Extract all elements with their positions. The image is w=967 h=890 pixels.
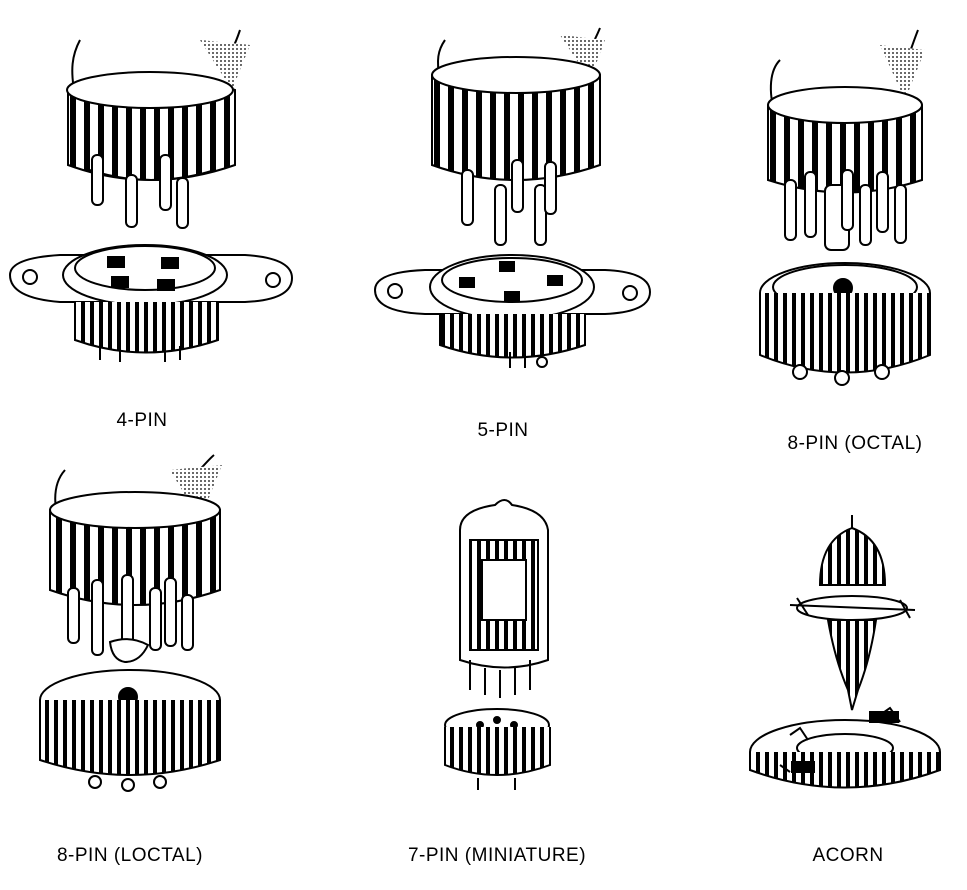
loctal-tube-and-socket (39, 454, 222, 792)
five-pin-tube-and-socket (373, 27, 652, 368)
acorn-tube-and-socket (749, 515, 941, 789)
caption-five-pin: 5-PIN (477, 420, 529, 441)
caption-loctal: 8-PIN (LOCTAL) (56, 845, 204, 866)
caption-acorn: ACORN (812, 845, 884, 866)
caption-octal: 8-PIN (OCTAL) (787, 433, 923, 454)
four-pin-tube-and-socket (8, 29, 294, 362)
caption-miniature: 7-PIN (MINIATURE) (407, 845, 587, 866)
miniature-tube-and-socket (444, 499, 551, 790)
caption-four-pin: 4-PIN (116, 410, 168, 431)
octal-tube-and-socket (759, 29, 931, 386)
